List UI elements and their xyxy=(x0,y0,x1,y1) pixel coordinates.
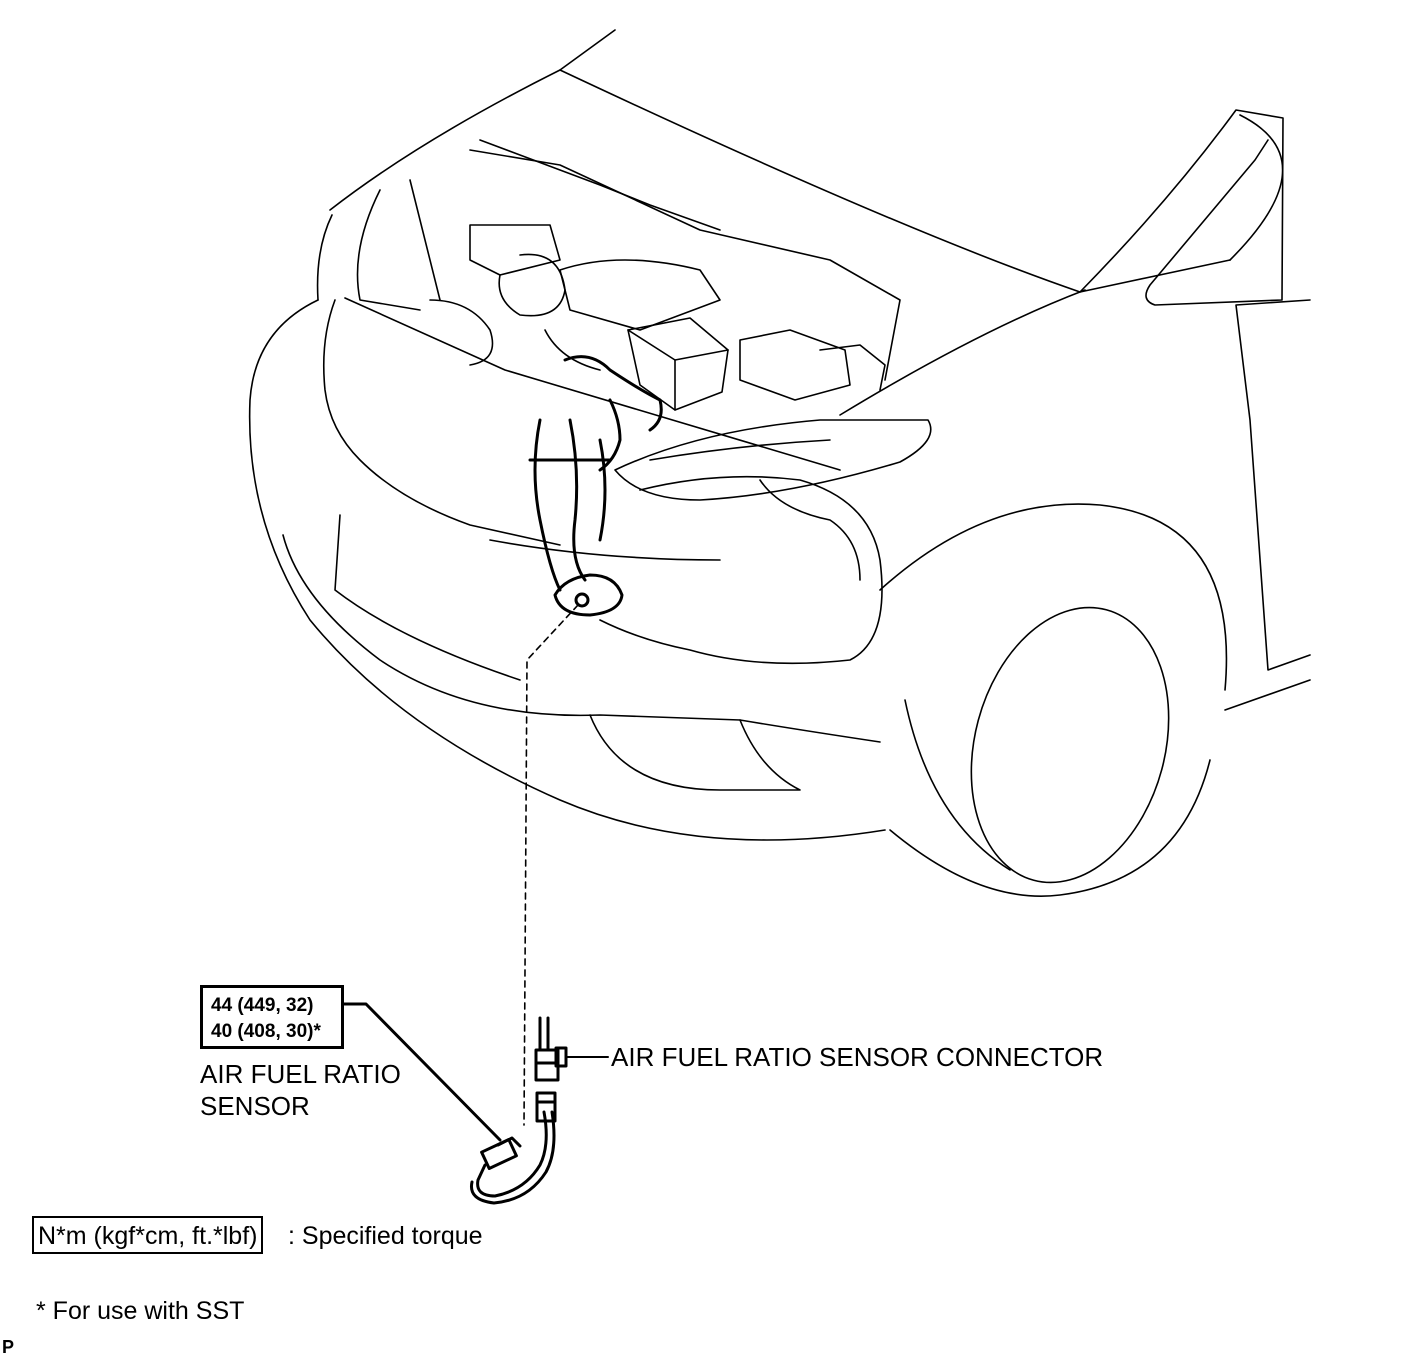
wheel-arch xyxy=(879,503,1228,691)
headlight-outline xyxy=(614,419,932,501)
transaxle-outline xyxy=(599,475,883,665)
bumper-outline xyxy=(248,299,886,841)
torque-leader xyxy=(342,1002,502,1142)
torque-value-2: 40 (408, 30)* xyxy=(211,1021,321,1042)
hood-outline xyxy=(329,29,616,211)
torque-value-1: 44 (449, 32) xyxy=(211,995,314,1016)
sensor-connector-drawing xyxy=(534,1016,568,1082)
torque-unit-text: N*m (kgf*cm, ft.*lbf) xyxy=(38,1222,258,1250)
torque-unit-description: : Specified torque xyxy=(288,1222,483,1250)
connector-label: AIR FUEL RATIO SENSOR CONNECTOR xyxy=(611,1042,1104,1072)
engine-bay xyxy=(469,149,901,381)
figure-code: P xyxy=(2,1337,15,1357)
air-fuel-ratio-sensor-drawing xyxy=(469,1091,557,1205)
torque-unit-box: N*m (kgf*cm, ft.*lbf) xyxy=(32,1216,264,1254)
sst-note: * For use with SST xyxy=(36,1297,245,1325)
dashed-leader xyxy=(523,604,579,1126)
battery-box xyxy=(627,317,729,411)
windshield-outline xyxy=(1079,109,1284,306)
sensor-label-line1: AIR FUEL RATIO xyxy=(200,1059,401,1089)
sensor-label-line2: SENSOR xyxy=(200,1091,310,1121)
wheel xyxy=(970,606,1170,884)
fender-outline xyxy=(839,289,1086,416)
torque-spec-box: 44 (449, 32) 40 (408, 30)* xyxy=(200,985,344,1049)
